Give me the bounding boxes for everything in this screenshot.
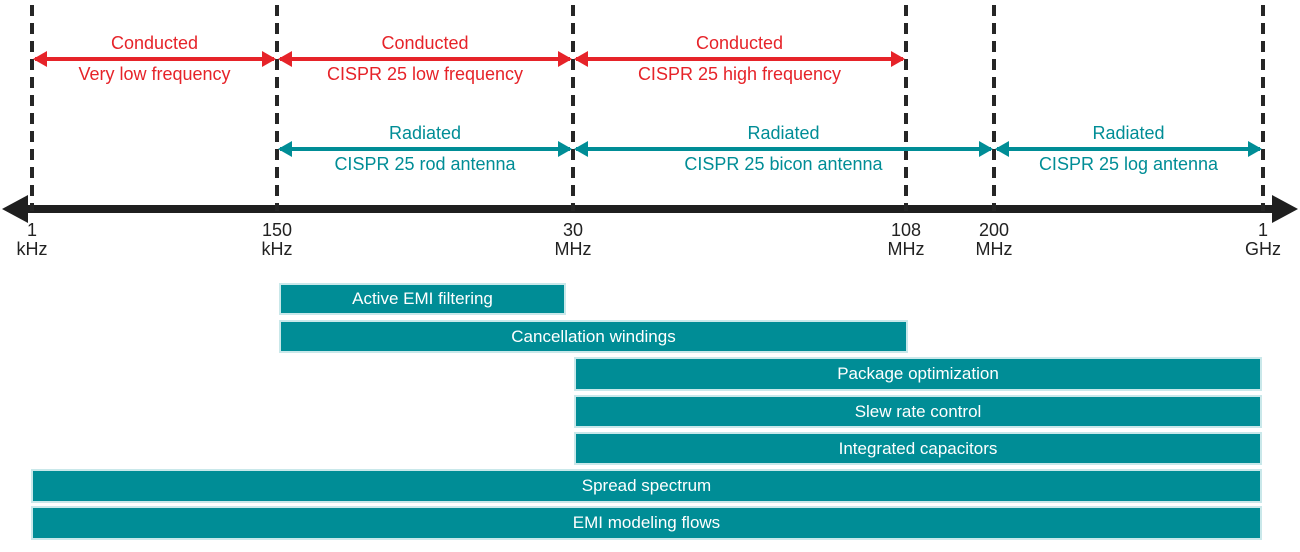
dashed-gridline [30, 5, 34, 211]
tick-value: 1 [26, 220, 37, 240]
technique-bar: Integrated capacitors [574, 432, 1262, 465]
frequency-axis [18, 205, 1282, 213]
tick-value: 200 [978, 220, 1010, 240]
arrowhead-left-icon [995, 141, 1009, 157]
technique-bar: Spread spectrum [31, 469, 1262, 503]
arrowhead-left-icon [574, 51, 588, 67]
conducted-arrow [574, 51, 905, 67]
range-title: Radiated [747, 123, 820, 143]
dashed-gridline [992, 5, 996, 211]
range-subtitle: Very low frequency [78, 64, 231, 84]
radiated-arrow [995, 141, 1262, 157]
dashed-gridline [1261, 5, 1265, 211]
radiated-arrow [278, 141, 572, 157]
arrowhead-left-icon [278, 141, 292, 157]
arrowhead-left-icon [33, 51, 47, 67]
range-title: Conducted [110, 33, 199, 53]
arrowhead-right-icon [558, 51, 572, 67]
tick-unit: kHz [261, 239, 293, 259]
range-subtitle: CISPR 25 low frequency [326, 64, 524, 84]
range-title: Radiated [388, 123, 462, 143]
radiated-arrow [574, 141, 993, 157]
arrowhead-right-icon [558, 141, 572, 157]
technique-bar: Slew rate control [574, 395, 1262, 428]
range-subtitle: CISPR 25 log antenna [1038, 154, 1219, 174]
tick-value: 1 [1257, 220, 1268, 240]
arrowhead-left-icon [278, 51, 292, 67]
range-title: Conducted [381, 33, 469, 53]
dashed-gridline [571, 5, 575, 211]
range-subtitle: CISPR 25 bicon antenna [684, 154, 883, 174]
tick-unit: MHz [887, 239, 925, 259]
range-title: Conducted [695, 33, 784, 53]
conducted-arrow [33, 51, 276, 67]
technique-bar: Package optimization [574, 357, 1262, 391]
arrowhead-right-icon [1248, 141, 1262, 157]
tick-unit: MHz [554, 239, 592, 259]
arrowhead-right-icon [891, 51, 905, 67]
tick-unit: GHz [1245, 239, 1281, 259]
axis-arrow-left-icon [2, 195, 28, 223]
conducted-arrow [278, 51, 572, 67]
technique-bar: EMI modeling flows [31, 506, 1262, 540]
axis-arrow-right-icon [1272, 195, 1298, 223]
tick-value: 30 [562, 220, 584, 240]
range-subtitle: CISPR 25 rod antenna [334, 154, 516, 174]
tick-unit: MHz [975, 239, 1013, 259]
range-title: Radiated [1092, 123, 1165, 143]
technique-bar: Active EMI filtering [279, 283, 566, 315]
range-subtitle: CISPR 25 high frequency [637, 64, 842, 84]
technique-bar: Cancellation windings [279, 320, 908, 353]
dashed-gridline [904, 5, 908, 211]
tick-value: 108 [890, 220, 922, 240]
arrowhead-right-icon [979, 141, 993, 157]
tick-unit: kHz [16, 239, 48, 259]
arrowhead-right-icon [262, 51, 276, 67]
dashed-gridline [275, 5, 279, 211]
tick-value: 150 [261, 220, 293, 240]
arrowhead-left-icon [574, 141, 588, 157]
